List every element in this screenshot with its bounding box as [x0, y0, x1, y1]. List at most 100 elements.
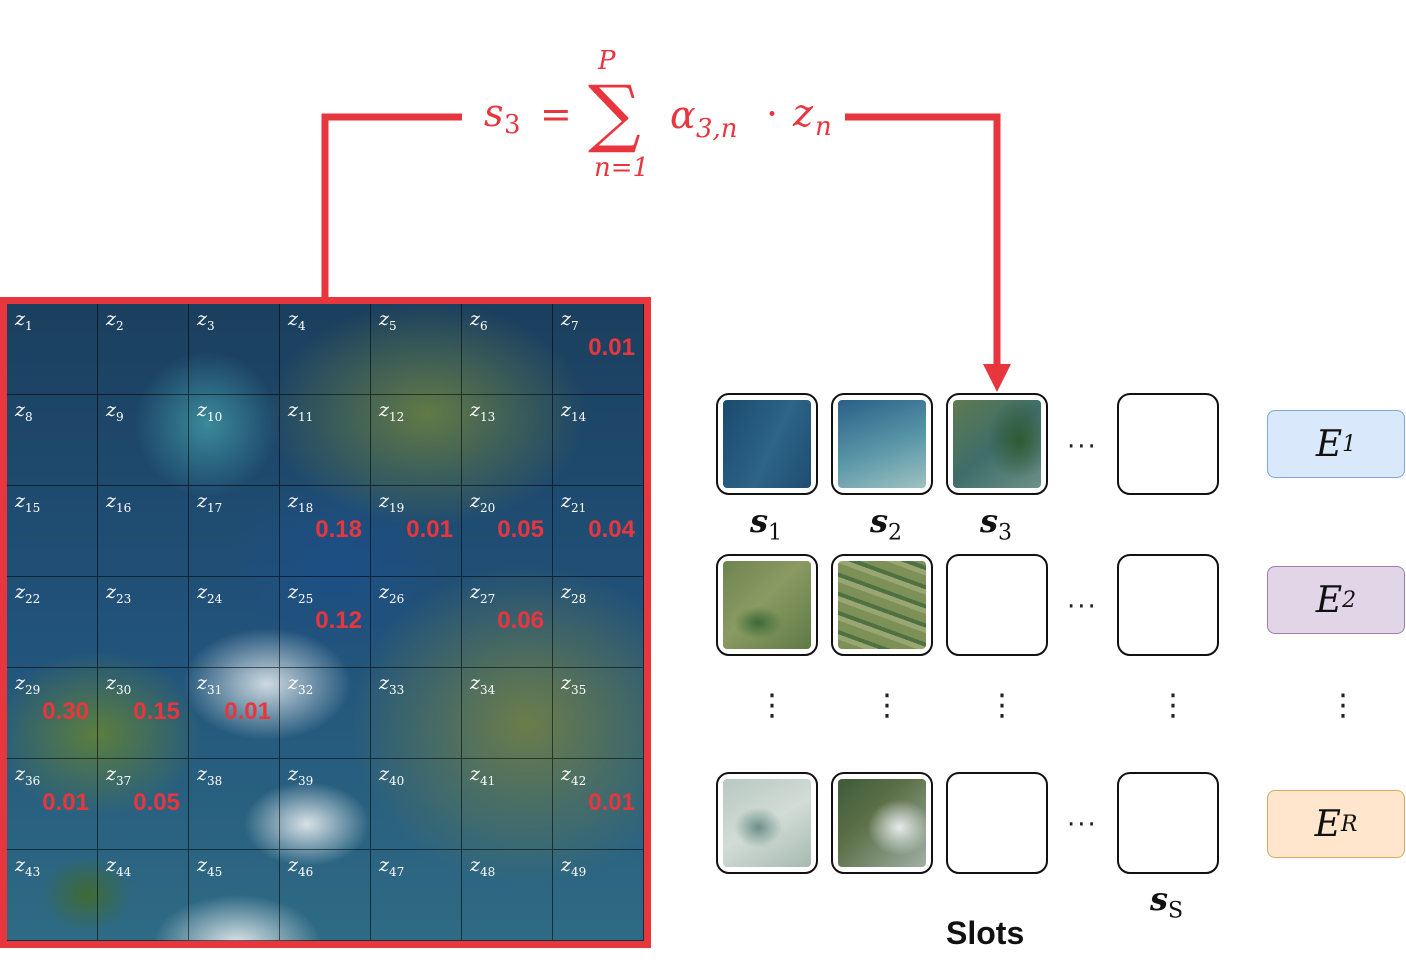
- right-connector-line: [845, 113, 1001, 368]
- slot-thumbnail: [838, 400, 926, 488]
- patch-label: z18: [288, 490, 314, 515]
- attention-weight: 0.18: [315, 516, 362, 543]
- patch-cell: z6: [462, 304, 553, 395]
- formula-z: z: [793, 91, 814, 135]
- slot-row2-s1[interactable]: [716, 554, 818, 656]
- patch-label: z33: [379, 672, 405, 697]
- formula-sum-upper: P: [598, 46, 616, 76]
- arrow-head: [983, 364, 1011, 392]
- patch-label: z32: [288, 672, 314, 697]
- slot-row1-s3[interactable]: [946, 393, 1048, 495]
- patch-label: z41: [470, 763, 496, 788]
- slot-row2-sS[interactable]: [1117, 554, 1219, 656]
- patch-cell: z26: [371, 577, 462, 668]
- patch-label: z9: [106, 399, 124, 424]
- patch-cell: z49: [553, 850, 644, 941]
- slot-row2-s2[interactable]: [831, 554, 933, 656]
- encoder-vertical-ellipsis: ⋮: [1328, 688, 1358, 723]
- row2-ellipsis: ···: [1067, 592, 1098, 622]
- patch-label: z28: [561, 581, 587, 606]
- patch-cell: z44: [98, 850, 189, 941]
- slot-label-s3: s3: [980, 502, 1013, 546]
- patch-cell: z48: [462, 850, 553, 941]
- patch-label: z22: [15, 581, 41, 606]
- patch-cell: z28: [553, 577, 644, 668]
- patch-label: z46: [288, 854, 314, 879]
- slot-rowR-s1[interactable]: [716, 772, 818, 874]
- patch-cell: z2: [98, 304, 189, 395]
- patch-label: z4: [288, 308, 306, 333]
- attention-weight: 0.30: [42, 698, 89, 725]
- row1-ellipsis: ···: [1067, 432, 1098, 462]
- patch-label: z10: [197, 399, 223, 424]
- patch-cell: z12: [371, 395, 462, 486]
- patch-label: z1: [15, 308, 33, 333]
- patch-cell: z15: [7, 486, 98, 577]
- patch-label: z44: [106, 854, 132, 879]
- slot-thumbnail: [838, 779, 926, 867]
- patch-cell: z46: [280, 850, 371, 941]
- slot-label-s2: s2: [870, 502, 903, 546]
- patch-label: z48: [470, 854, 496, 879]
- patch-cell: z33: [371, 668, 462, 759]
- col1-vertical-ellipsis: ⋮: [757, 688, 787, 723]
- patch-label: z34: [470, 672, 496, 697]
- slot-thumbnail: [838, 561, 926, 649]
- formula-z-sub: n: [815, 112, 832, 142]
- slot-rowR-s2[interactable]: [831, 772, 933, 874]
- patch-cell: z10: [189, 395, 280, 486]
- formula-sum-lower: n=1: [594, 153, 650, 183]
- slot-row1-sS[interactable]: [1117, 393, 1219, 495]
- patch-label: z38: [197, 763, 223, 788]
- slot-row1-s2[interactable]: [831, 393, 933, 495]
- attention-weight: 0.12: [315, 607, 362, 634]
- col3-vertical-ellipsis: ⋮: [987, 688, 1017, 723]
- slot-label-sS: sS: [1150, 880, 1184, 924]
- patch-label: z12: [379, 399, 405, 424]
- patch-cell: z38: [189, 759, 280, 850]
- satellite-image: [7, 304, 644, 941]
- formula-alpha: α: [670, 93, 696, 137]
- patch-label: z31: [197, 672, 223, 697]
- patch-label: z26: [379, 581, 405, 606]
- attention-weight: 0.01: [588, 789, 635, 816]
- patch-cell: z47: [371, 850, 462, 941]
- formula-alpha-sub: 3,n: [696, 114, 738, 144]
- slot-row1-s1[interactable]: [716, 393, 818, 495]
- patch-label: z24: [197, 581, 223, 606]
- patch-label: z36: [15, 763, 41, 788]
- patch-cell: z3: [189, 304, 280, 395]
- slots-title: Slots: [946, 915, 1025, 951]
- patch-label: z23: [106, 581, 132, 606]
- slot-rowR-sS[interactable]: [1117, 772, 1219, 874]
- attention-weight: 0.01: [406, 516, 453, 543]
- patch-label: z7: [561, 308, 579, 333]
- patch-label: z40: [379, 763, 405, 788]
- slot-thumbnail: [723, 779, 811, 867]
- slot-thumbnail: [723, 400, 811, 488]
- patch-label: z15: [15, 490, 41, 515]
- patch-label: z16: [106, 490, 132, 515]
- patch-cell: z8: [7, 395, 98, 486]
- formula-dot: ·: [766, 92, 779, 136]
- patch-cell: z41: [462, 759, 553, 850]
- patch-label: z5: [379, 308, 397, 333]
- slot-rowR-s3[interactable]: [946, 772, 1048, 874]
- attention-weight: 0.01: [588, 334, 635, 361]
- colS-vertical-ellipsis: ⋮: [1158, 688, 1188, 723]
- attention-weight: 0.05: [497, 516, 544, 543]
- attention-weight: 0.01: [42, 789, 89, 816]
- patch-cell: z22: [7, 577, 98, 668]
- slot-row2-s3[interactable]: [946, 554, 1048, 656]
- patch-cell: z1: [7, 304, 98, 395]
